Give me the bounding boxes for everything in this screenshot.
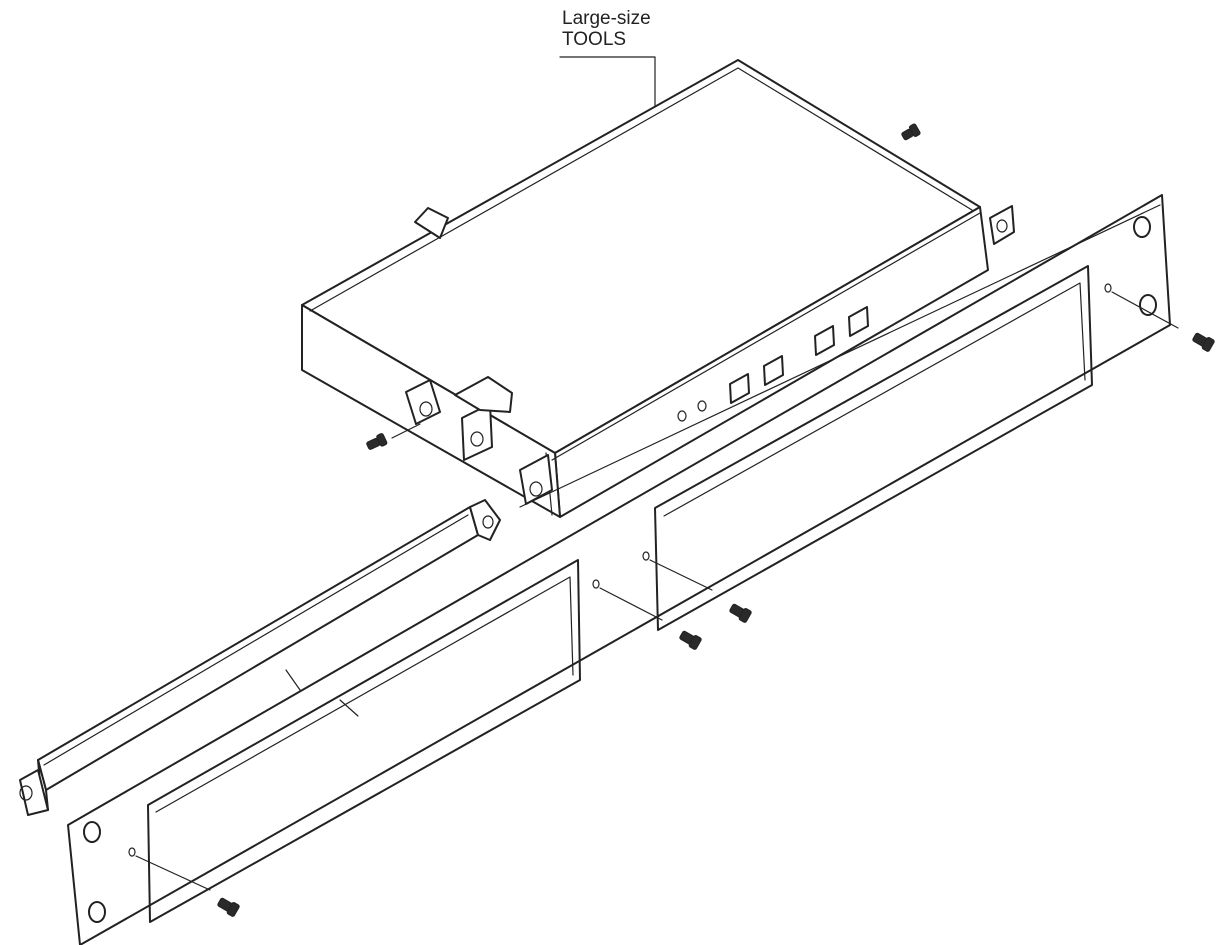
- screw-left-device: [366, 433, 388, 450]
- panel-window-right: [654, 265, 1093, 631]
- strip-ear-left: [19, 769, 49, 816]
- screw-bottom-left: [217, 897, 240, 917]
- device-front-controls: [677, 306, 869, 422]
- panel-button-4: [848, 306, 869, 337]
- screw-right: [901, 123, 921, 141]
- indicator-led-2: [697, 400, 707, 412]
- device-mounting-ears: [405, 205, 1015, 505]
- strip-ear-right: [469, 499, 501, 541]
- callout-label: Large-size TOOLS: [562, 8, 651, 50]
- screw-guide-lines: [135, 291, 1179, 891]
- panel-button-3: [814, 325, 835, 356]
- callout-line-1: Large-size: [562, 8, 651, 29]
- screw-top-right: [1192, 332, 1215, 352]
- screw-center-2: [679, 630, 702, 650]
- tab-top: [454, 376, 513, 413]
- rack-hole-bottom-right: [1139, 294, 1157, 316]
- callout-line-2: TOOLS: [562, 29, 627, 50]
- ear-right: [989, 205, 1015, 245]
- rack-panel: [67, 194, 1171, 945]
- rack-hole-bottom-left: [88, 901, 106, 923]
- panel-window-left: [147, 559, 581, 923]
- indicator-led-1: [677, 410, 687, 422]
- panel-button-2: [763, 355, 784, 386]
- blanking-strip: [19, 499, 501, 816]
- ear-front: [519, 454, 553, 505]
- panel-button-1: [729, 373, 750, 404]
- knob-back: [414, 207, 449, 239]
- screws: [217, 123, 1215, 917]
- rack-hole-top-left: [83, 821, 101, 843]
- screw-center-1: [729, 603, 752, 623]
- rack-hole-top-right: [1133, 216, 1151, 238]
